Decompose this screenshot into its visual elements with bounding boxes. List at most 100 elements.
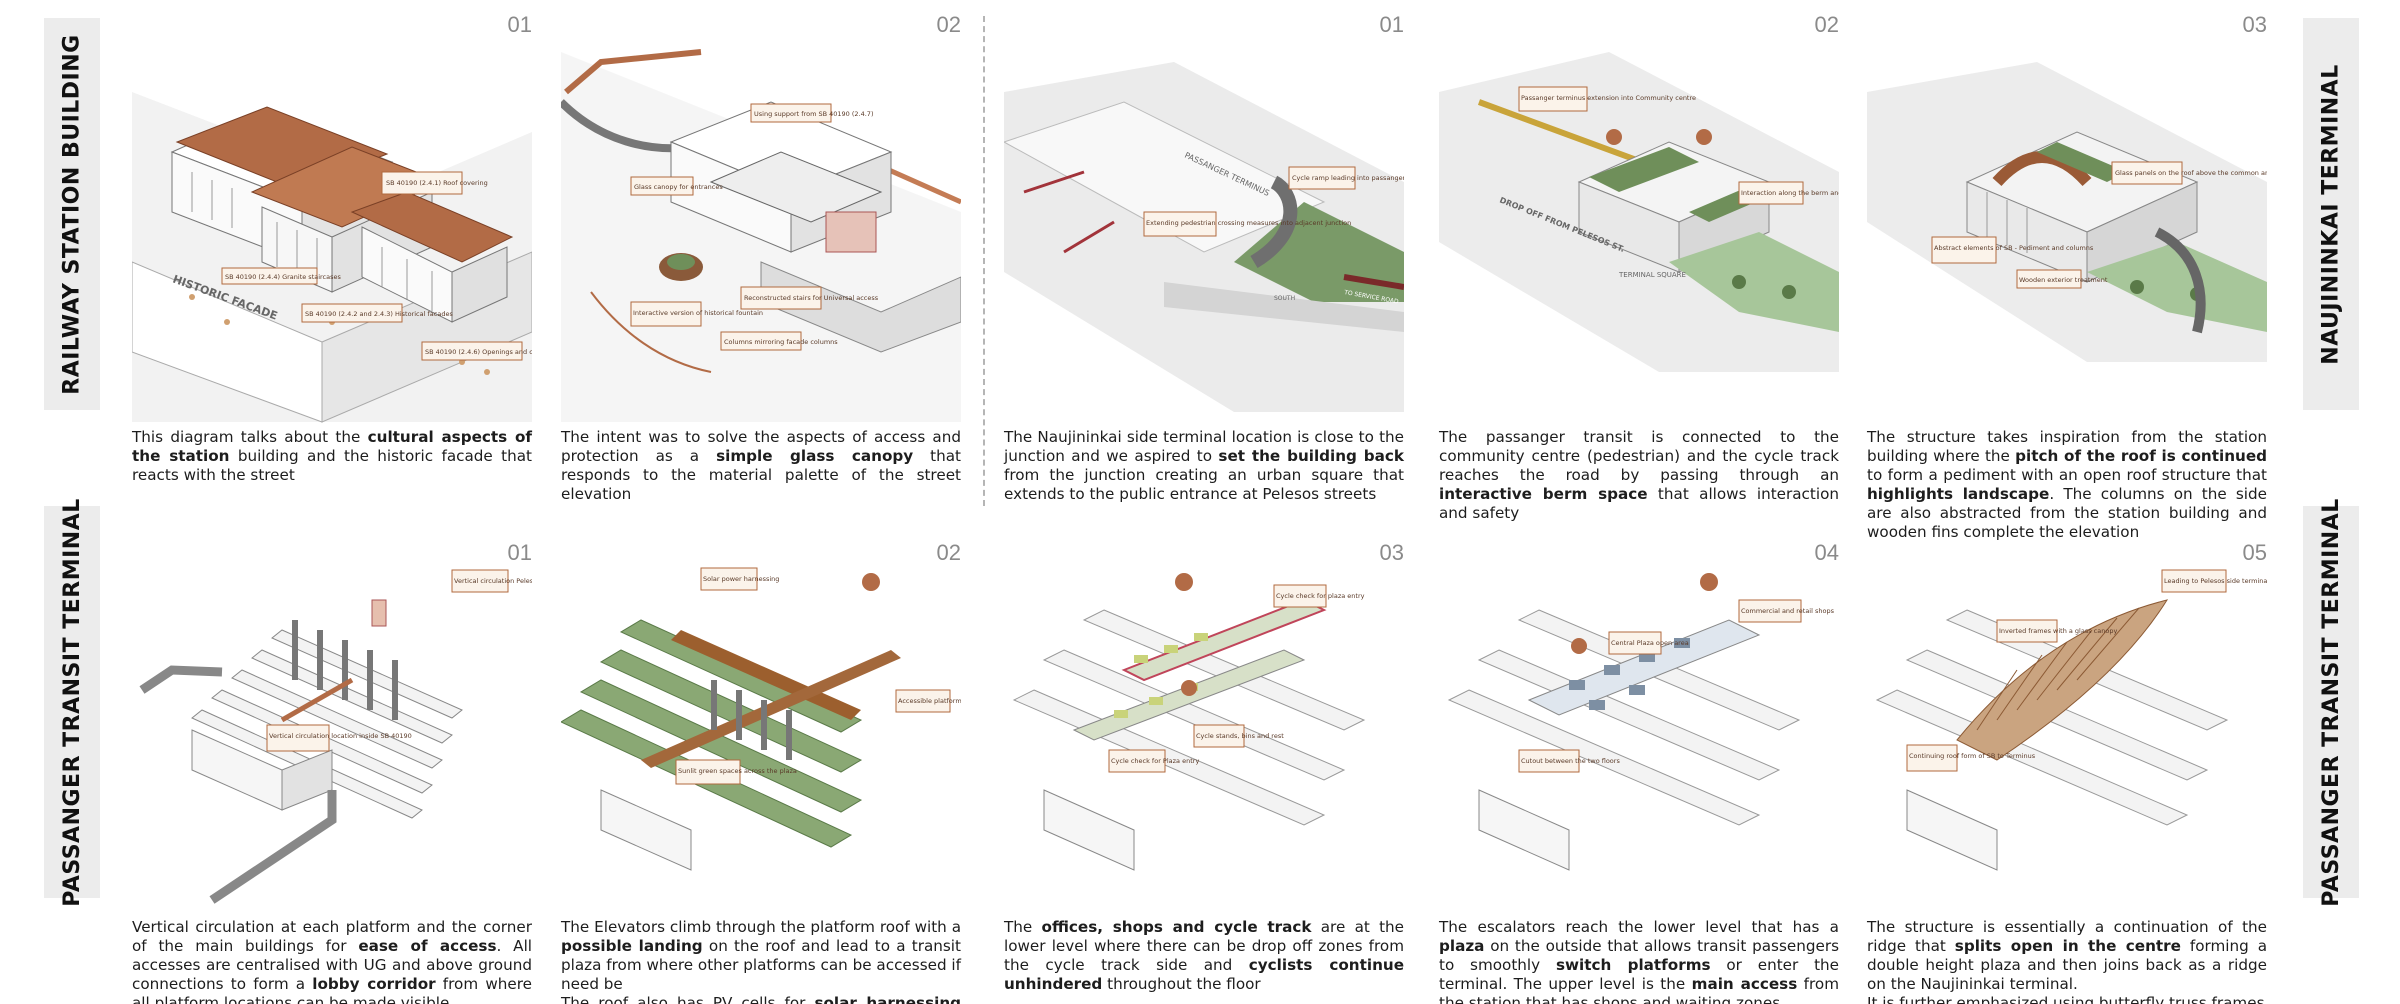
caption-text: The roof also has PV cells for bbox=[561, 994, 815, 1004]
svg-text:Leading to Pelesos side termin: Leading to Pelesos side terminal buildin… bbox=[2164, 577, 2267, 585]
caption-emphasis: interactive berm space bbox=[1439, 485, 1648, 503]
caption-emphasis: highlights landscape bbox=[1867, 485, 2050, 503]
svg-text:SOUTH: SOUTH bbox=[1274, 295, 1295, 302]
caption-text: or enter the terminal. The upper level i… bbox=[1439, 956, 1839, 993]
caption-text: forming a double height plaza and then j… bbox=[1867, 937, 2268, 993]
caption-text: The structure is essentially a continuat… bbox=[1867, 918, 2267, 955]
panel-transit-03: 03 Cycle check for plaza entry Cycle che… bbox=[1004, 540, 1404, 912]
panel-transit-01: 01 Vertical circulation Pe bbox=[132, 540, 532, 912]
svg-text:Vertical circulation location: Vertical circulation location inside SB … bbox=[269, 732, 412, 740]
caption-text: that responds to the material palette of… bbox=[561, 447, 961, 503]
caption-emphasis: solar harnessing capacity bbox=[814, 994, 962, 1004]
side-label-transit-right-text: PASSANGER TRANSIT TERMINAL bbox=[2318, 497, 2344, 907]
svg-text:Commercial and retail shops: Commercial and retail shops bbox=[1741, 607, 1835, 615]
caption-text: The structure takes inspiration from the… bbox=[1867, 428, 2267, 465]
svg-text:SB 40190 (2.4.1) Roof covering: SB 40190 (2.4.1) Roof covering bbox=[386, 179, 488, 187]
solar-roof-diagram: Solar power harnessing Accessible platfo… bbox=[561, 560, 961, 910]
svg-text:Interactive version of histori: Interactive version of historical founta… bbox=[633, 309, 763, 317]
svg-text:Abstract elements of SB - Pedi: Abstract elements of SB - Pediment and c… bbox=[1934, 244, 2094, 252]
caption-emphasis: ease of access bbox=[358, 937, 497, 955]
svg-text:TERMINAL SQUARE: TERMINAL SQUARE bbox=[1618, 271, 1686, 279]
panel-number: 05 bbox=[2242, 540, 2267, 565]
panel-number: 01 bbox=[1379, 12, 1404, 37]
caption-emphasis: main access bbox=[1691, 975, 1798, 993]
panel-railway-02: 02 Using support from SB 40190 (2.4.7) G… bbox=[561, 12, 961, 422]
caption-text: that allows interaction and safety bbox=[1439, 485, 1839, 522]
panel-naujininkai-02: 02 DROP OFF FROM PELESOS ST. TERMINAL SQ… bbox=[1439, 12, 1839, 422]
caption-text: The passanger transit is connected to th… bbox=[1439, 428, 1839, 484]
caption-text: The Elevators climb through the platform… bbox=[561, 918, 961, 936]
caption-emphasis: simple glass canopy bbox=[716, 447, 914, 465]
caption-naujininkai-03: The structure takes inspiration from the… bbox=[1867, 428, 2267, 542]
caption-emphasis: set the building back bbox=[1218, 447, 1404, 465]
panel-railway-01: 01 bbox=[132, 12, 532, 423]
side-label-railway: RAILWAY STATION BUILDING bbox=[44, 18, 100, 410]
vertical-circulation-diagram: Vertical circulation Pelesos side Vertic… bbox=[132, 560, 532, 910]
caption-naujininkai-01: The Naujininkai side terminal location i… bbox=[1004, 428, 1404, 504]
svg-text:Continuing roof form of SB to: Continuing roof form of SB to Terminus bbox=[1909, 752, 2036, 760]
svg-text:Inverted frames with a glass c: Inverted frames with a glass canopy bbox=[1999, 627, 2117, 635]
panel-transit-04: 04 Commercial and retail shops Central P… bbox=[1439, 540, 1839, 912]
svg-text:Solar power harnessing: Solar power harnessing bbox=[703, 575, 779, 583]
caption-text: from the junction creating an urban squa… bbox=[1004, 466, 1404, 503]
svg-text:Extending pedestrian crossing: Extending pedestrian crossing measures i… bbox=[1146, 219, 1351, 227]
caption-text: on the roof and lead to a transit plaza … bbox=[561, 937, 961, 993]
panel-number: 02 bbox=[1814, 12, 1839, 37]
panel-transit-02: 02 Solar power harnessing Accessible pla… bbox=[561, 540, 961, 912]
side-label-naujininkai: NAUJININKAI TERMINAL bbox=[2303, 18, 2359, 410]
svg-text:Passanger terminus extension i: Passanger terminus extension into Commun… bbox=[1521, 94, 1696, 102]
caption-transit-01: Vertical circulation at each platform an… bbox=[132, 918, 532, 1004]
panel-naujininkai-01: 01 PASSANGER TERMINUS TO SERVICE ROAD SO… bbox=[1004, 12, 1404, 422]
panel-number: 03 bbox=[1379, 540, 1404, 565]
caption-railway-02: The intent was to solve the aspects of a… bbox=[561, 428, 961, 504]
caption-transit-04: The escalators reach the lower level tha… bbox=[1439, 918, 1839, 1004]
railway-building-diagram: HISTORIC FACADE SB 40190 (2.4.1) Roof co… bbox=[132, 32, 532, 432]
svg-text:Glass panels on the roof above: Glass panels on the roof above the commo… bbox=[2115, 169, 2267, 177]
caption-text: on the outside that allows transit passe… bbox=[1439, 937, 1839, 974]
caption-emphasis: lobby corridor bbox=[312, 975, 436, 993]
side-label-railway-text: RAILWAY STATION BUILDING bbox=[59, 33, 85, 395]
caption-emphasis: switch platforms bbox=[1555, 956, 1711, 974]
caption-text: The escalators reach the lower level tha… bbox=[1439, 918, 1839, 936]
caption-emphasis: pitch of the roof is continued bbox=[2015, 447, 2267, 465]
caption-text: It is further emphasized using butterfly… bbox=[1867, 994, 2265, 1004]
panel-number: 03 bbox=[2242, 12, 2267, 37]
caption-text: The Naujininkai side terminal location i… bbox=[1004, 428, 1404, 465]
svg-text:Cycle ramp leading into passan: Cycle ramp leading into passanger termin… bbox=[1292, 174, 1404, 182]
side-label-transit-left: PASSANGER TRANSIT TERMINAL bbox=[44, 498, 100, 906]
caption-text: . All accesses are centralised with UG a… bbox=[132, 937, 533, 993]
caption-text: from the station that has shops and wait… bbox=[1439, 975, 1840, 1004]
caption-text: The bbox=[1004, 918, 1042, 936]
panel-number: 01 bbox=[507, 12, 532, 37]
panel-number: 02 bbox=[936, 12, 961, 37]
glass-canopy-diagram: Using support from SB 40190 (2.4.7) Glas… bbox=[561, 32, 961, 432]
svg-text:SB 40190 (2.4.2 and 2.4.3) His: SB 40190 (2.4.2 and 2.4.3) Historical fa… bbox=[305, 310, 453, 318]
svg-text:Reconstructed stairs for Unive: Reconstructed stairs for Universal acces… bbox=[744, 294, 879, 302]
caption-text: are at the lower level where there can b… bbox=[1004, 918, 1405, 974]
svg-text:Using support from SB 40190 (2: Using support from SB 40190 (2.4.7) bbox=[754, 110, 873, 118]
svg-text:Sunlit green spaces across the: Sunlit green spaces across the plaza bbox=[678, 767, 797, 775]
junction-setback-diagram: PASSANGER TERMINUS TO SERVICE ROAD SOUTH… bbox=[1004, 32, 1404, 432]
side-label-transit-left-text: PASSANGER TRANSIT TERMINAL bbox=[59, 497, 85, 907]
caption-text: Vertical circulation at each platform an… bbox=[132, 918, 532, 955]
panel-transit-05: 05 Leading to Pelesos side terminal buil… bbox=[1867, 540, 2267, 912]
caption-text: The intent was to solve the aspects of a… bbox=[561, 428, 961, 465]
caption-text: throughout the floor bbox=[1102, 975, 1261, 993]
section-divider bbox=[983, 16, 985, 506]
caption-transit-03: The offices, shops and cycle track are a… bbox=[1004, 918, 1404, 994]
svg-text:Columns mirroring facade colum: Columns mirroring facade columns bbox=[724, 338, 838, 346]
pediment-structure-diagram: Glass panels on the roof above the commo… bbox=[1867, 32, 2267, 432]
caption-transit-05: The structure is essentially a continuat… bbox=[1867, 918, 2267, 1004]
panel-number: 02 bbox=[936, 540, 961, 565]
caption-emphasis: offices, shops and cycle track bbox=[1041, 918, 1312, 936]
svg-text:SB 40190 (2.4.4) Granite stair: SB 40190 (2.4.4) Granite staircases bbox=[225, 273, 341, 281]
svg-text:Glass canopy for entrances: Glass canopy for entrances bbox=[634, 183, 723, 191]
caption-transit-02: The Elevators climb through the platform… bbox=[561, 918, 961, 1004]
caption-emphasis: possible landing bbox=[561, 937, 703, 955]
caption-emphasis: cultural aspects of the station bbox=[132, 428, 533, 465]
cycle-track-diagram: Cycle check for plaza entry Cycle check … bbox=[1004, 560, 1404, 910]
caption-railway-01: This diagram talks about the cultural as… bbox=[132, 428, 532, 485]
svg-text:Interaction along the berm and: Interaction along the berm and cycle tra… bbox=[1741, 189, 1839, 197]
panel-number: 01 bbox=[507, 540, 532, 565]
svg-text:Vertical circulation Pelesos s: Vertical circulation Pelesos side bbox=[454, 577, 532, 585]
